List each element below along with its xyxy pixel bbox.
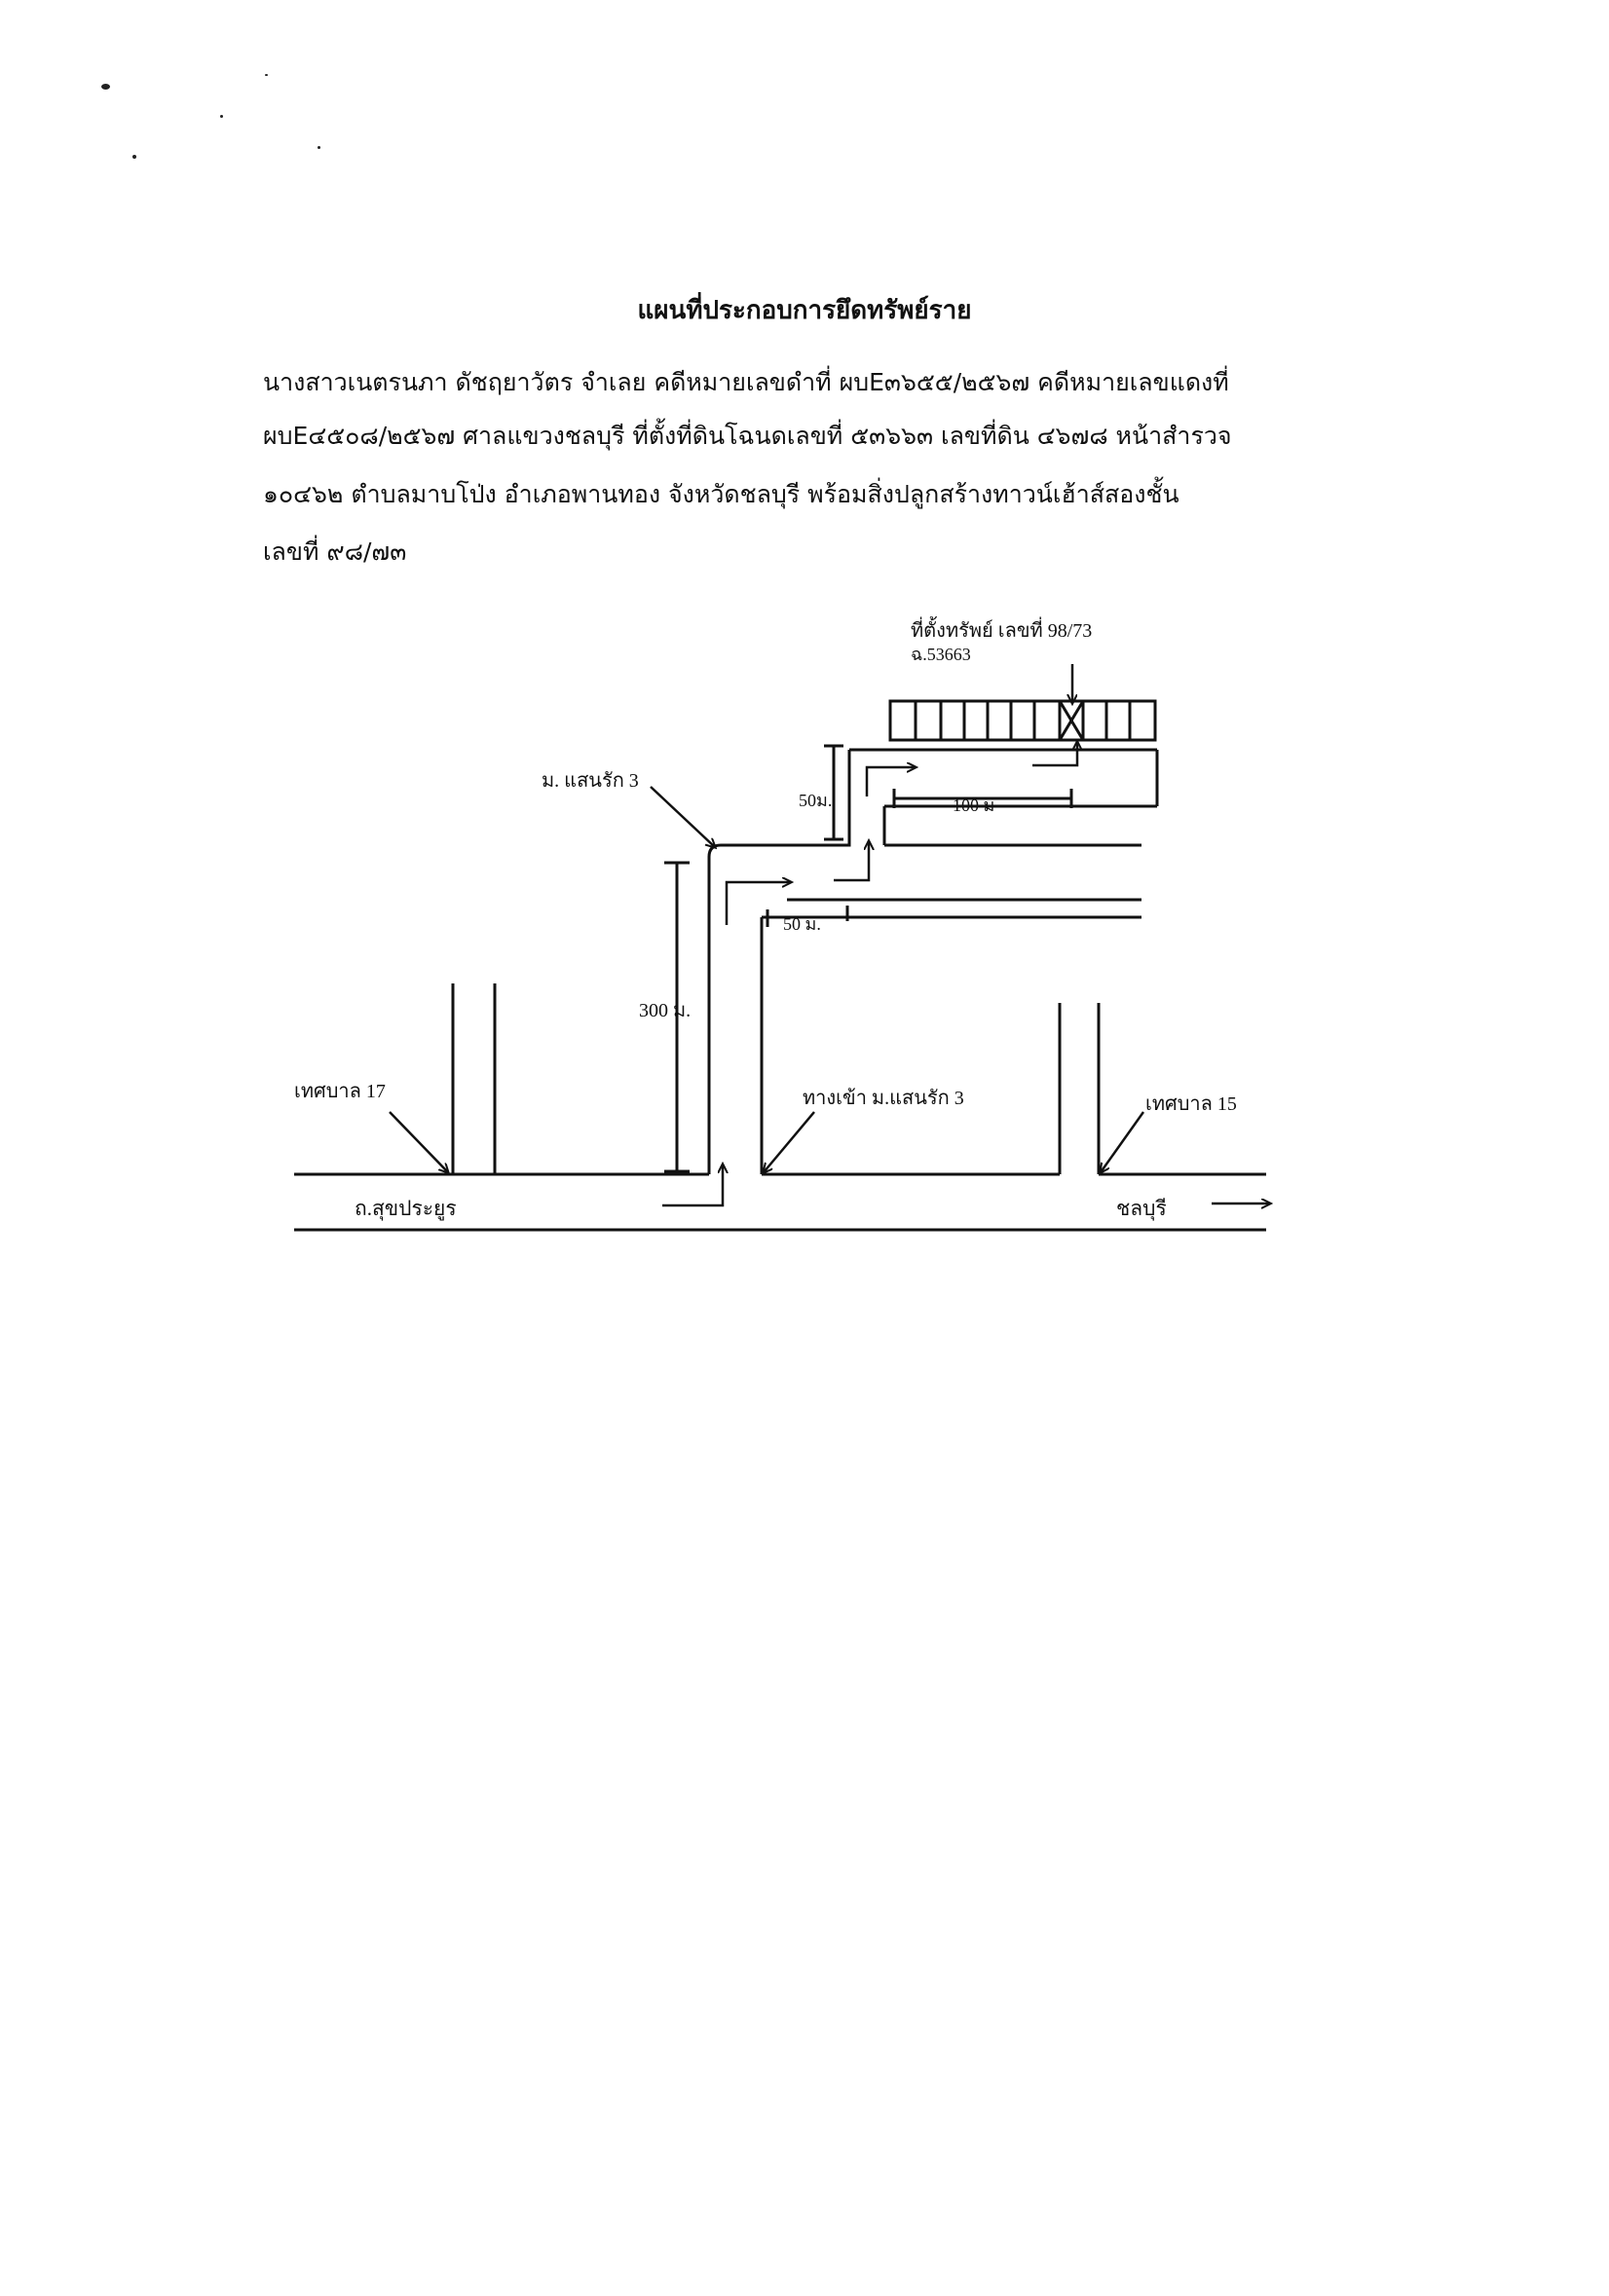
scan-speck — [265, 74, 268, 76]
scan-speck — [220, 115, 223, 118]
leader-entrance — [764, 1111, 815, 1172]
paragraph-line-4: เลขที่ ๙๘/๗๓ — [263, 537, 407, 566]
leader-soi-15 — [1101, 1111, 1145, 1172]
document-title: แผนที่ประกอบการยึดทรัพย์ราย — [637, 296, 972, 325]
direction-label: ชลบุรี — [1116, 1197, 1167, 1221]
property-label: ที่ตั้งทรัพย์ เลขที่ 98/73 — [911, 616, 1092, 642]
dist-300: 300 ม. — [639, 1000, 691, 1021]
dist-100: 100 ม — [953, 796, 994, 815]
townhouse-row — [888, 699, 1157, 742]
route-arrow — [865, 767, 916, 796]
leader-soi-17 — [389, 1111, 448, 1172]
village-label: ม. แสนรัก 3 — [542, 770, 639, 792]
paragraph-line-2: ผบE๔๕๐๘/๒๕๖๗ ศาลแขวงชลบุรี ที่ตั้งที่ดิน… — [263, 422, 1232, 450]
label-tessaban-17: เทศบาล 17 — [294, 1081, 386, 1102]
paragraph-line-3: ๑๐๔๖๒ ตำบลมาบโป่ง อำเภอพานทอง จังหวัดชลบ… — [263, 480, 1179, 508]
dist-50-vertical: 50ม. — [799, 791, 832, 810]
label-entrance: ทางเข้า ม.แสนรัก 3 — [803, 1088, 964, 1109]
leader-village — [650, 786, 715, 847]
dist-50-horizontal: 50 ม. — [783, 914, 821, 934]
paragraph-line-1: นางสาวเนตรนภา ดัชฤยาวัตร จำเลย คดีหมายเล… — [263, 368, 1229, 396]
route-arrow — [1032, 742, 1077, 767]
main-road-label: ถ.สุขประยูร — [355, 1197, 457, 1221]
route-arrow — [725, 882, 791, 925]
scan-speck — [318, 146, 320, 149]
scan-speck — [132, 155, 136, 159]
route-arrow — [834, 841, 869, 882]
deed-label: ฉ.53663 — [911, 645, 971, 664]
label-tessaban-15: เทศบาล 15 — [1145, 1093, 1237, 1115]
scan-speck — [101, 84, 110, 90]
route-arrow — [662, 1165, 723, 1207]
